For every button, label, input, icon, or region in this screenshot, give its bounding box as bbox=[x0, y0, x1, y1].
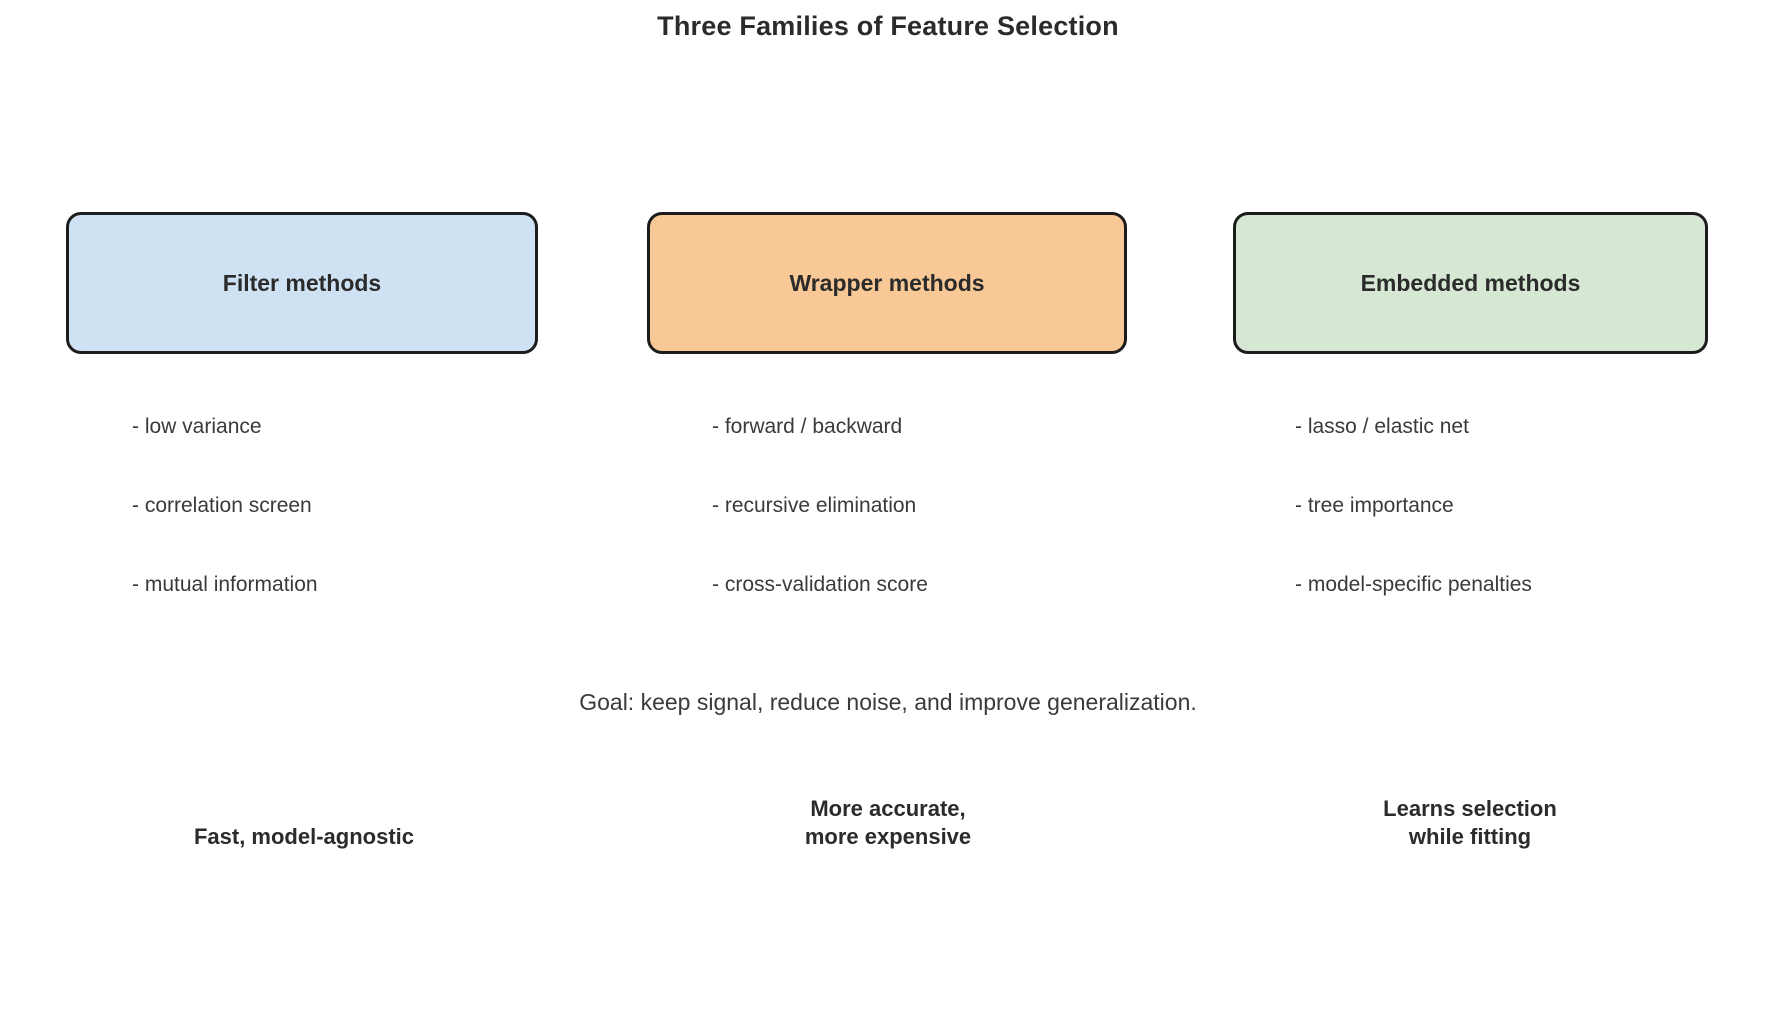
list-item: - correlation screen bbox=[132, 494, 312, 517]
list-item: - lasso / elastic net bbox=[1295, 415, 1469, 438]
list-item: - forward / backward bbox=[712, 415, 903, 438]
embedded-methods-label: Embedded methods bbox=[1360, 269, 1581, 296]
filter-methods-caption: Fast, model-agnostic bbox=[54, 823, 554, 851]
wrapper-methods-box: Wrapper methods bbox=[647, 212, 1127, 354]
caption-line: More accurate, bbox=[810, 796, 966, 821]
wrapper-methods-list: - forward / backward - recursive elimina… bbox=[712, 414, 928, 651]
list-item: - recursive elimination bbox=[712, 494, 917, 517]
list-item: - model-specific penalties bbox=[1295, 573, 1532, 596]
wrapper-methods-caption: More accurate, more expensive bbox=[638, 795, 1138, 851]
caption-line: while fitting bbox=[1408, 824, 1532, 849]
caption-line: more expensive bbox=[804, 824, 972, 849]
caption-line: Fast, model-agnostic bbox=[193, 824, 415, 849]
list-item: - low variance bbox=[132, 415, 262, 438]
goal-statement: Goal: keep signal, reduce noise, and imp… bbox=[579, 689, 1197, 715]
list-item: - mutual information bbox=[132, 573, 318, 596]
embedded-methods-caption: Learns selection while fitting bbox=[1220, 795, 1720, 851]
wrapper-methods-label: Wrapper methods bbox=[789, 269, 985, 296]
filter-methods-list: - low variance - correlation screen - mu… bbox=[132, 414, 318, 651]
list-item: - tree importance bbox=[1295, 494, 1454, 517]
embedded-methods-list: - lasso / elastic net - tree importance … bbox=[1295, 414, 1532, 651]
embedded-methods-box: Embedded methods bbox=[1233, 212, 1708, 354]
caption-line: Learns selection bbox=[1383, 796, 1557, 821]
filter-methods-label: Filter methods bbox=[222, 269, 382, 296]
filter-methods-box: Filter methods bbox=[66, 212, 538, 354]
list-item: - cross-validation score bbox=[712, 573, 928, 596]
page-title: Three Families of Feature Selection bbox=[657, 11, 1119, 41]
